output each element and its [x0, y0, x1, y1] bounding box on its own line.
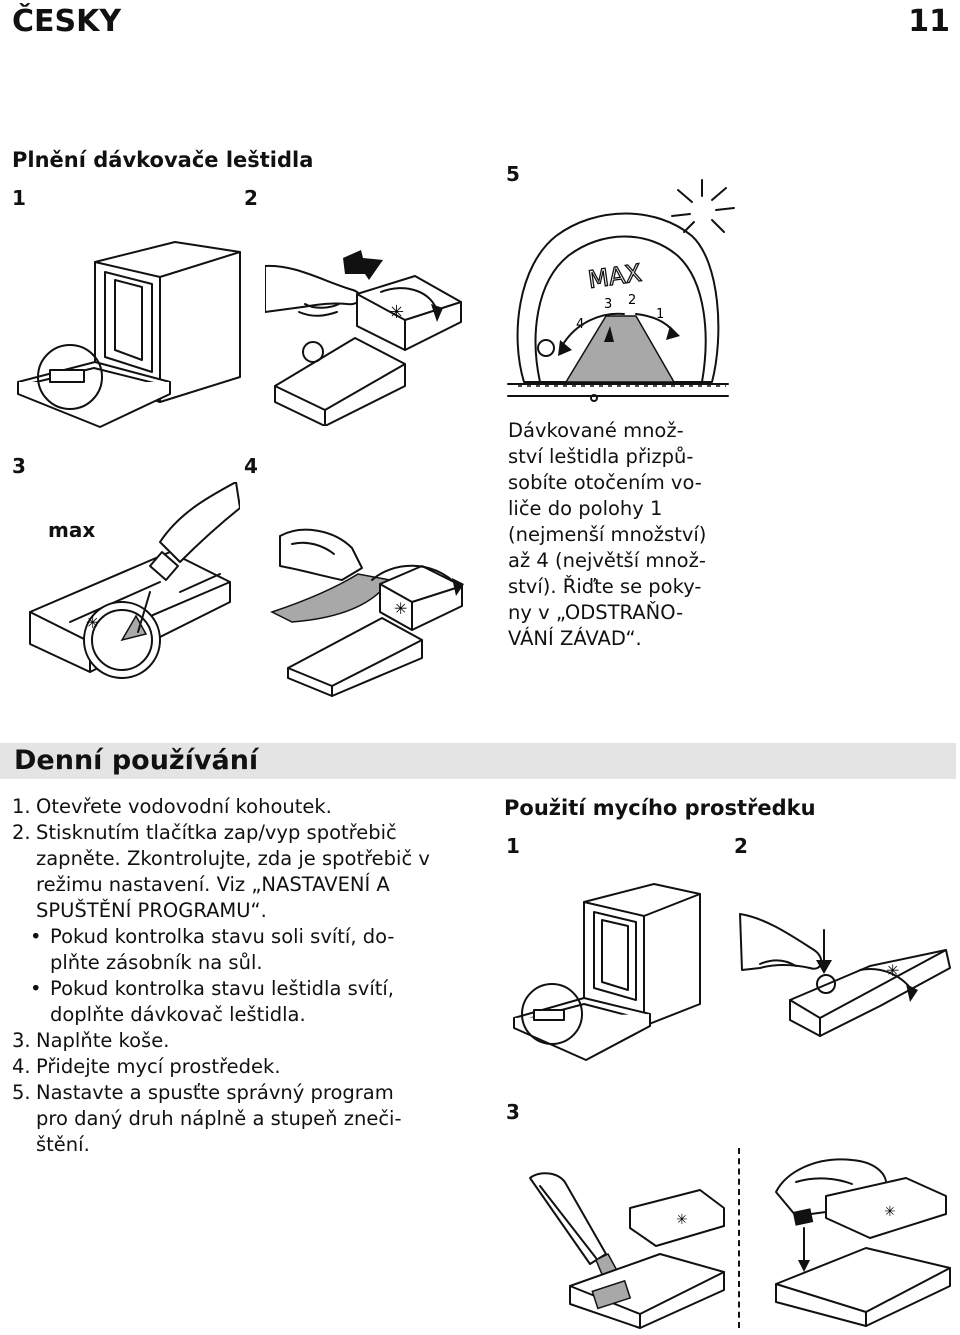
step-label-2: 2	[244, 186, 258, 210]
step-label-1: 1	[12, 186, 26, 210]
rinse-dial-illustration: MAX 4 3 2 1	[507, 212, 729, 402]
rinse-dosage-note: Dávkované množ- ství leštidla přizpů- so…	[508, 419, 707, 650]
svg-text:✳: ✳	[884, 1204, 896, 1220]
dishwasher-illustration	[513, 883, 701, 1061]
pour-bottle-illustration: ✳	[29, 482, 240, 679]
bullet-item: Pokud kontrolka stavu soli svítí, do- pl…	[24, 924, 480, 976]
detergent-section-title: Použití mycího prostředku	[504, 796, 816, 820]
page-number: 11	[908, 4, 950, 39]
bullet-item: Pokud kontrolka stavu leštidla svítí, do…	[24, 976, 480, 1028]
detergent-step-1: 1	[506, 834, 520, 858]
svg-text:4: 4	[576, 317, 584, 332]
detergent-tablet-illustration: ✳	[775, 1158, 951, 1327]
hand-press-illustration: ✳	[265, 250, 462, 426]
language-heading: ČESKY	[12, 4, 122, 39]
svg-text:1: 1	[656, 307, 664, 322]
daily-use-steps: 1. Otevřete vodovodní kohoutek. 2. Stisk…	[0, 794, 480, 1158]
svg-text:✳: ✳	[389, 302, 404, 323]
step-item: 2. Stisknutím tlačítka zap/vyp spotřebič…	[0, 820, 480, 1028]
svg-text:✳: ✳	[394, 599, 407, 618]
step-label-4: 4	[244, 454, 258, 478]
step-label-3: 3	[12, 454, 26, 478]
detergent-step-2: 2	[734, 834, 748, 858]
svg-text:2: 2	[628, 293, 636, 308]
daily-use-title: Denní používání	[14, 745, 259, 776]
rinse-section-title: Plnění dávkovače leštidla	[12, 148, 314, 172]
hand-press-illustration: ✳	[739, 913, 951, 1037]
dishwasher-illustration	[17, 241, 241, 428]
daily-use-banner: Denní používání	[0, 743, 956, 779]
step-item: 1. Otevřete vodovodní kohoutek.	[12, 795, 332, 818]
illustration-divider	[738, 1148, 740, 1328]
step-item: 4. Přidejte mycí prostředek.	[12, 1055, 281, 1078]
cloth-wipe-illustration: ✳	[270, 528, 464, 697]
step-label-5: 5	[506, 162, 520, 186]
light-burst-icon	[671, 179, 735, 233]
svg-text:✳: ✳	[86, 613, 99, 632]
step-item: 5. Nastavte a spusťte správný program pr…	[12, 1081, 402, 1156]
svg-text:✳: ✳	[676, 1212, 688, 1228]
detergent-pour-illustration: ✳	[529, 1172, 725, 1329]
detergent-step-3: 3	[506, 1100, 520, 1124]
svg-text:3: 3	[604, 297, 612, 312]
step-item: 3. Naplňte koše.	[12, 1029, 170, 1052]
max-label: max	[48, 518, 96, 542]
